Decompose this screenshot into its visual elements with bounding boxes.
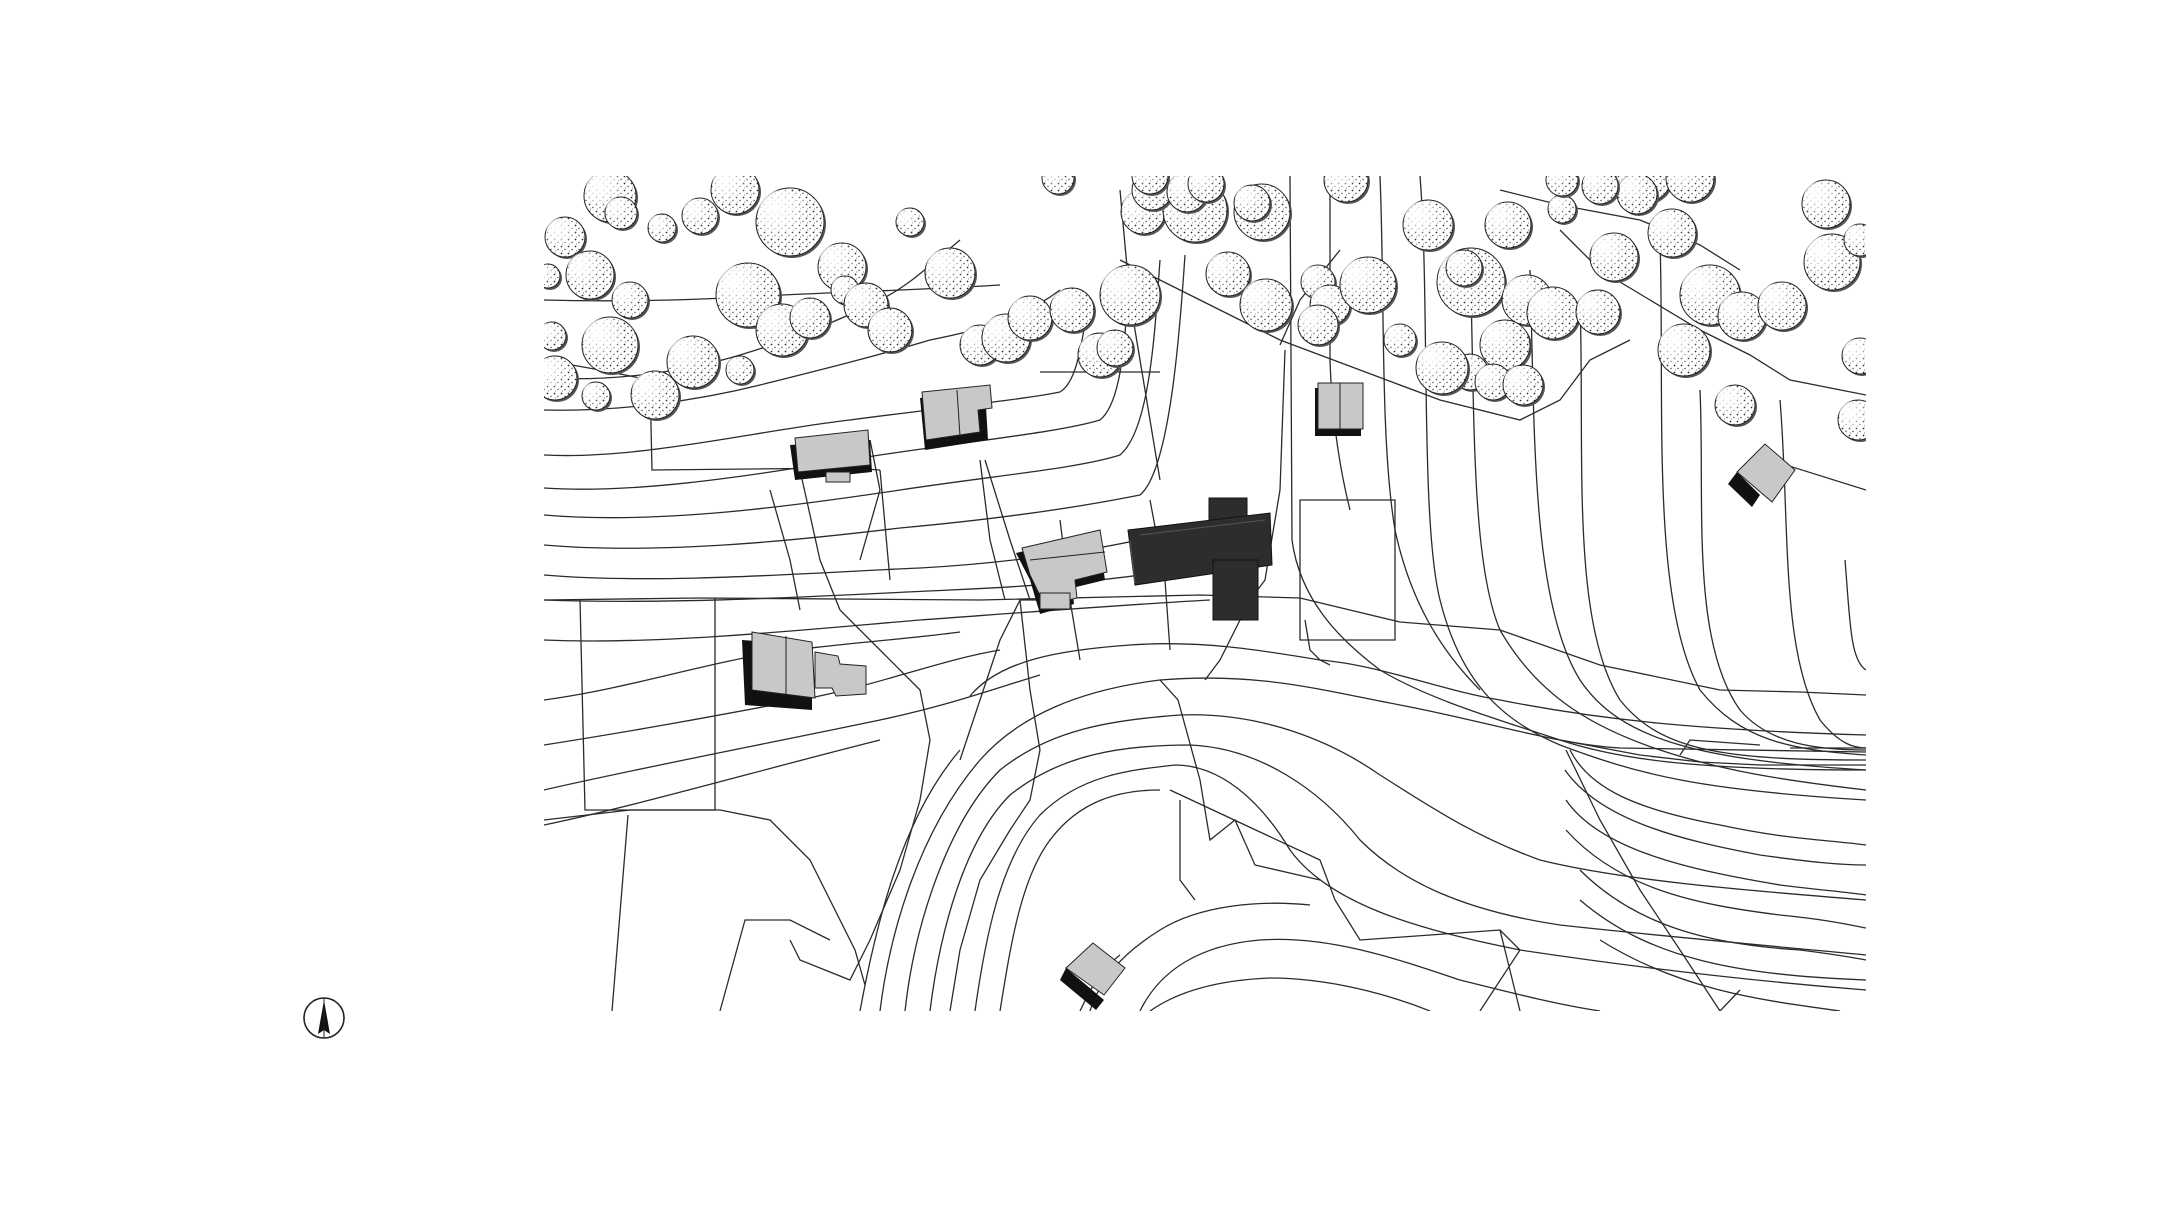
tree-highlight	[1207, 253, 1241, 287]
tree-highlight	[583, 318, 626, 361]
tree-highlight	[1719, 293, 1756, 330]
tree-highlight	[1548, 195, 1570, 217]
tree-highlight	[845, 284, 879, 318]
tree-highlight	[896, 208, 918, 230]
tree-highlight	[1659, 325, 1699, 365]
tree-highlight	[1133, 176, 1160, 186]
tree-highlight	[1805, 235, 1848, 278]
tree-highlight	[582, 382, 604, 404]
tree-highlight	[717, 264, 766, 313]
tree-highlight	[1504, 366, 1534, 396]
tree-highlight	[757, 305, 797, 345]
tree-highlight	[1241, 280, 1281, 320]
tree-highlight	[544, 264, 555, 283]
tree-highlight	[1591, 234, 1628, 271]
tree-highlight	[1325, 176, 1359, 193]
tree-highlight	[1681, 266, 1727, 312]
tree-highlight	[1097, 330, 1125, 358]
tree-highlight	[1009, 297, 1043, 331]
tree-highlight	[1481, 321, 1519, 359]
tree-highlight	[1486, 203, 1521, 238]
tree-highlight	[668, 337, 708, 377]
neighbor-building-6	[1728, 443, 1796, 507]
tree-highlight	[1234, 185, 1262, 213]
neighbor-building-5	[742, 631, 867, 710]
tree-highlight	[1759, 283, 1796, 320]
tree-highlight	[1839, 401, 1866, 431]
tree-highlight	[544, 357, 568, 391]
neighbor-building-4	[1016, 529, 1108, 614]
tree-highlight	[926, 249, 964, 287]
tree-highlight	[869, 309, 903, 343]
tree-highlight	[1582, 176, 1610, 196]
tree-highlight	[791, 299, 821, 329]
neighbor-building-3	[1315, 382, 1364, 436]
tree-highlight	[1844, 224, 1866, 249]
tree-highlight	[1842, 338, 1866, 366]
neighboring-buildings	[742, 382, 1796, 1010]
tree-highlight	[1042, 176, 1067, 187]
tree-highlight	[712, 176, 749, 204]
neighbor-building-1	[790, 429, 872, 483]
tree-highlight	[1716, 386, 1746, 416]
tree-highlight	[1301, 265, 1328, 292]
tree-highlight	[1803, 181, 1840, 218]
tree-highlight	[1577, 291, 1611, 325]
main-building	[1127, 497, 1273, 621]
tree-highlight	[612, 282, 640, 310]
tree-highlight	[544, 322, 560, 344]
tree-highlight	[1546, 176, 1571, 189]
tree-highlight	[567, 252, 604, 289]
tree-highlight	[726, 356, 748, 378]
tree-highlight	[1528, 288, 1568, 328]
tree-highlight	[1417, 343, 1457, 383]
tree-highlight	[1446, 250, 1474, 278]
tree-highlight	[1667, 176, 1703, 192]
tree-highlight	[1475, 364, 1503, 392]
tree-highlight	[682, 198, 710, 226]
tree-highlight	[1384, 324, 1409, 349]
tree-highlight	[1618, 176, 1648, 205]
tree-highlight	[1404, 201, 1442, 239]
tree-highlight	[605, 197, 630, 222]
north-arrow-icon	[302, 996, 346, 1040]
tree-highlight	[1101, 266, 1147, 312]
tree-highlight	[1051, 289, 1085, 323]
tree-highlight	[819, 244, 856, 281]
tree-highlight	[1341, 258, 1384, 301]
neighbor-building-7	[1060, 942, 1126, 1010]
tree-highlight	[757, 189, 809, 241]
tree-canopy	[544, 176, 1866, 442]
tree-highlight	[546, 218, 576, 248]
tree-highlight	[632, 372, 669, 409]
tree-highlight	[1649, 210, 1686, 247]
tree-highlight	[648, 214, 670, 236]
neighbor-building-2	[920, 384, 993, 450]
tree-highlight	[1188, 176, 1216, 194]
tree-highlight	[1299, 306, 1329, 336]
